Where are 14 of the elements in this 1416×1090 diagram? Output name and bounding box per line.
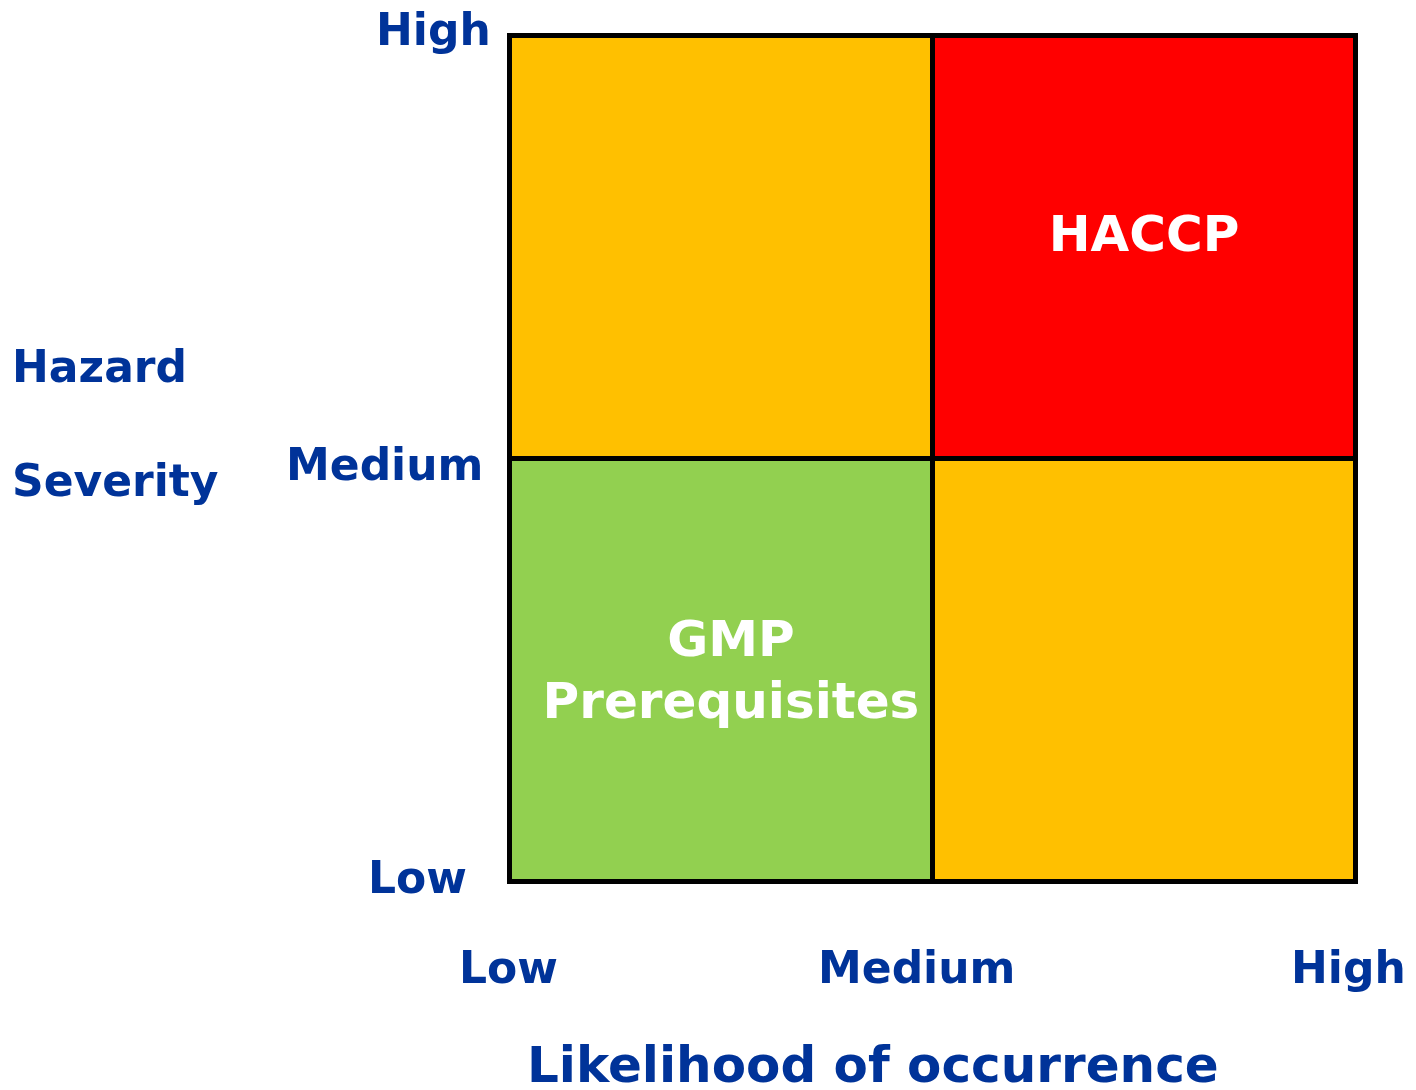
axis-tick-label: Low <box>459 946 558 990</box>
matrix-cell <box>507 33 930 456</box>
matrix-cell <box>507 456 930 884</box>
axis-tick-label: Low <box>368 856 467 900</box>
axis-tick-label: High <box>376 8 491 52</box>
axis-tick-label: High <box>1291 946 1406 990</box>
axis-title: Likelihood of occurrence <box>527 1040 1219 1090</box>
cell-label: GMP Prerequisites <box>541 608 921 732</box>
axis-title: Hazard Severity <box>12 340 220 508</box>
axis-tick-label: Medium <box>286 443 484 487</box>
cell-label: HACCP <box>1048 204 1240 266</box>
matrix-cell <box>930 33 1358 456</box>
matrix-cell <box>930 456 1358 884</box>
axis-tick-label: Medium <box>818 946 1016 990</box>
